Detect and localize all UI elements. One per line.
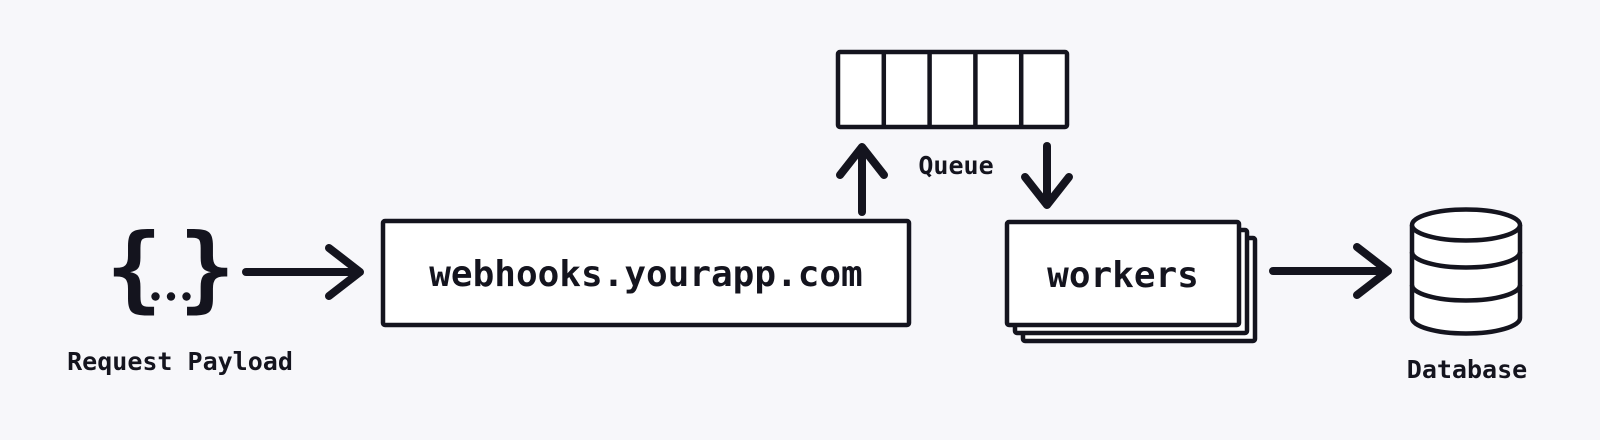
payload-dot [151, 292, 160, 301]
server-label: webhooks.yourapp.com [429, 254, 862, 295]
payload-dot [166, 292, 176, 301]
workers-stack-layer [1004, 219, 1242, 328]
queue-label: Queue [918, 151, 993, 180]
database-segment-line [1409, 284, 1523, 303]
arrow-payload-to-server [242, 244, 364, 300]
request-payload-node: { } Request Payload [67, 214, 293, 376]
arrowhead-right-icon [1353, 243, 1392, 299]
request-payload-label: Request Payload [67, 347, 293, 376]
workers-label: workers [1047, 255, 1199, 296]
database-label: Database [1407, 355, 1527, 384]
queue-node: Queue [835, 49, 1070, 180]
arrow-workers-to-database [1269, 243, 1392, 299]
brace-right-glyph: } [179, 214, 236, 323]
arrowhead-down-icon [1021, 173, 1073, 209]
database-segment-line [1409, 251, 1523, 270]
database-cylinder-icon [1409, 207, 1523, 336]
payload-dot [182, 292, 191, 301]
arrowhead-up-icon [836, 143, 888, 179]
arrowhead-right-icon [325, 244, 364, 300]
server-node: webhooks.yourapp.com [380, 218, 912, 328]
json-braces-icon: { } [106, 214, 236, 323]
database-node: Database [1407, 207, 1527, 384]
brace-left-glyph: { [106, 214, 163, 323]
workers-node: workers [1004, 219, 1258, 344]
arrow-server-to-queue [836, 143, 888, 216]
arrow-queue-to-workers [1021, 142, 1073, 209]
database-top-ellipse [1409, 207, 1523, 243]
